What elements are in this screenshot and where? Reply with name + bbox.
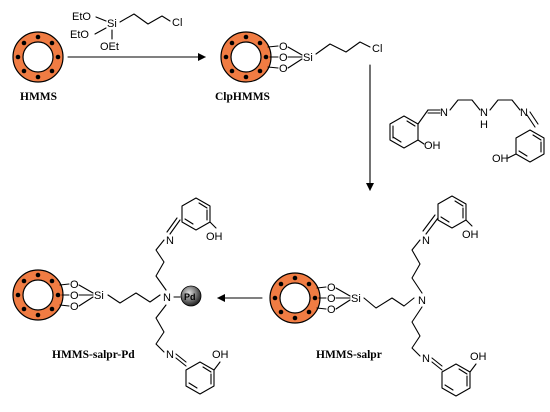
ligand-oh-left: OH (424, 140, 441, 152)
hmms-label: HMMS (20, 91, 57, 103)
salpr-oh-bottom: OH (470, 351, 487, 363)
ligand-h-center: H (480, 119, 488, 131)
clp-cl: Cl (372, 43, 382, 55)
clp-o-2: O (279, 52, 288, 64)
ligand-n-left: N (440, 107, 448, 119)
salpr-n-imine-bottom: N (422, 353, 430, 365)
clphmms-label: ClpHMMS (215, 91, 270, 103)
ligand-n-right: N (520, 107, 528, 119)
clphmms-linker: O O O Si Cl (267, 41, 382, 75)
salpr-si: Si (351, 293, 361, 305)
reagent-si: Si (107, 18, 117, 30)
salpr-n-tertiary: N (418, 295, 426, 307)
salpr-o-2: O (327, 293, 336, 305)
hmms-salpr-ligand: O O O Si N N OH N OH (316, 195, 487, 397)
salpr-ligand: OH N N H N OH (389, 99, 545, 165)
pd-oh-top: OH (206, 231, 223, 243)
pd-si: Si (94, 290, 104, 302)
pd-oh-bottom: OH (212, 349, 229, 361)
salpr-n-imine-top: N (422, 235, 430, 247)
salpr-o-1: O (327, 282, 336, 294)
reagent-eto-2: EtO (70, 29, 89, 41)
reagent-cl: Cl (172, 17, 182, 29)
reagent-eto-1: EtO (72, 11, 91, 23)
pd-o-1: O (70, 279, 79, 291)
salpr-oh-top: OH (462, 229, 479, 241)
reagent-oet: OEt (100, 41, 119, 53)
hmms-salpr-label: HMMS-salpr (316, 349, 382, 361)
clp-o-1: O (279, 41, 288, 53)
clp-si: Si (303, 52, 313, 64)
hmms-salpr-pd-support (12, 269, 64, 321)
hmms-support (12, 31, 64, 83)
palladium-sphere (180, 285, 202, 307)
ligand-oh-right: OH (492, 153, 509, 165)
clp-o-3: O (279, 63, 288, 75)
hmms-salpr-pd-ligand: O O O Si N Pd N OH N OH (59, 197, 229, 395)
hmms-salpr-pd-label: HMMS-salpr-Pd (52, 349, 135, 361)
chloropropyl-triethoxysilane: EtO Si EtO OEt Cl (70, 11, 182, 53)
pd-label: Pd (184, 292, 196, 302)
pd-n-imine-bottom: N (166, 349, 174, 361)
pd-n-imine-top: N (166, 235, 174, 247)
pd-n-tertiary: N (163, 292, 171, 304)
ligand-n-center: N (480, 107, 488, 119)
pd-o-3: O (70, 301, 79, 313)
salpr-o-3: O (327, 304, 336, 316)
hmms-salpr-support (269, 272, 321, 324)
pd-o-2: O (70, 290, 79, 302)
clphmms-support (220, 31, 272, 83)
